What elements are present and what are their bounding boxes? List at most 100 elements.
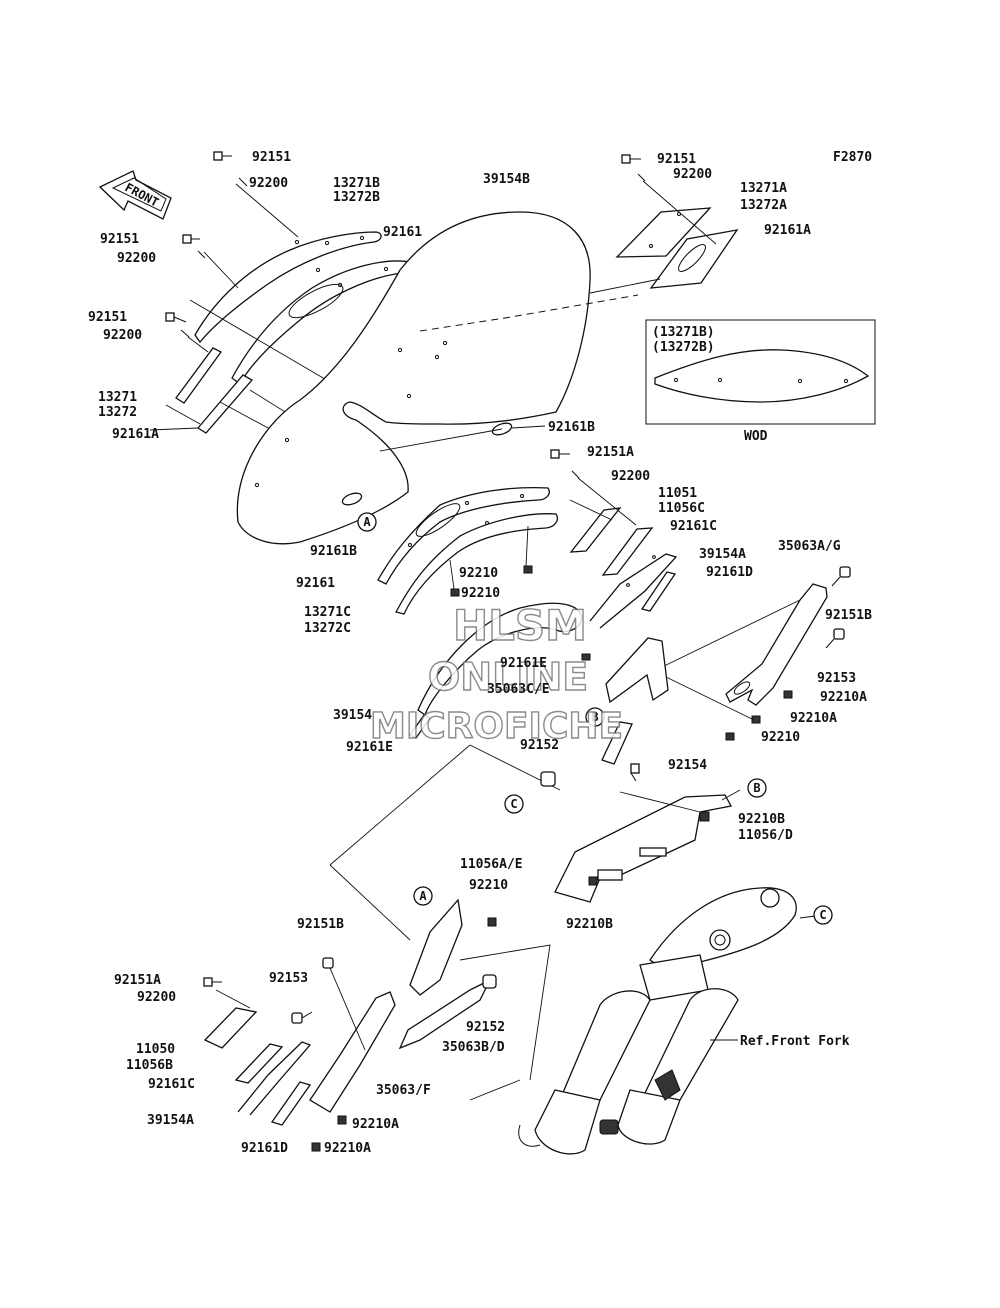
- part-label: 92161C: [670, 519, 717, 534]
- part-label: 35063B/D: [442, 1040, 505, 1055]
- part-label: 11056C: [658, 501, 705, 516]
- bolt-92154: [630, 763, 640, 782]
- bolt-92153-lower: [291, 1011, 313, 1024]
- callout-markers: A A B B C C: [357, 512, 833, 925]
- callout-b-mid: B: [591, 710, 598, 724]
- part-label: 35063/F: [376, 1083, 431, 1098]
- bracket-35063A-G: [659, 566, 851, 741]
- inset-box: (13271B) (13272B) WOD: [645, 319, 876, 444]
- part-label: 92152: [466, 1020, 505, 1035]
- part-labels: 92151 92200 13271B 13272B 39154B 92151 9…: [88, 150, 872, 1156]
- inset-caption: WOD: [744, 429, 768, 444]
- bracket-35063B-D: [409, 898, 463, 996]
- part-label: 35063A/G: [778, 539, 841, 554]
- part-label: 92161A: [764, 223, 811, 238]
- part-label: 92161E: [346, 740, 393, 755]
- part-label: 92210B: [566, 917, 613, 932]
- front-arrow-icon: FRONT: [98, 170, 172, 220]
- part-label: 92153: [269, 971, 308, 986]
- part-label: 92161: [296, 576, 335, 591]
- part-label: 92210A: [324, 1141, 371, 1156]
- part-label: 92152: [520, 738, 559, 753]
- part-label: 35063C/E: [487, 682, 550, 697]
- part-label: 92200: [117, 251, 156, 266]
- plate-13271A: [615, 207, 712, 258]
- part-label: 13272A: [740, 198, 787, 213]
- callout-b-right: B: [753, 781, 760, 795]
- plate-11050: [203, 1007, 258, 1049]
- part-label: 13271B: [333, 176, 380, 191]
- front-fork-assembly: [469, 887, 816, 1155]
- middle-cowl-group: [341, 422, 559, 615]
- part-label: 92161D: [706, 565, 753, 580]
- part-label: 11050: [136, 1042, 175, 1057]
- collar-92152-upper: [540, 771, 556, 787]
- watermark-line-2: ONLINE: [428, 655, 588, 699]
- part-label: 92200: [137, 990, 176, 1005]
- part-label: 92200: [611, 469, 650, 484]
- plate-11051: [569, 507, 622, 553]
- bracket-tab: [601, 721, 633, 765]
- part-label: 92151: [100, 232, 139, 247]
- plate-92161C-lower: [234, 1043, 284, 1084]
- reference-label: Ref.Front Fork: [740, 1034, 850, 1049]
- part-label: 92151A: [587, 445, 634, 460]
- part-label: 92210: [469, 878, 508, 893]
- bolt-92151A-mid: [550, 449, 570, 459]
- part-label: 39154A: [699, 547, 746, 562]
- part-label: 92210: [761, 730, 800, 745]
- plate-92161C-mid: [601, 527, 654, 576]
- part-label: 92161: [383, 225, 422, 240]
- bolt-92151-top-right: [621, 154, 641, 164]
- washer-92161B-lower: [341, 492, 363, 506]
- part-label: 92161B: [548, 420, 595, 435]
- lower-left-group: [203, 864, 551, 1152]
- figure-code: F2870: [833, 150, 872, 165]
- part-label: 92151B: [297, 917, 344, 932]
- part-label: 92210A: [352, 1117, 399, 1132]
- bolt-92151A-lower: [203, 977, 222, 987]
- part-label: 39154: [333, 708, 372, 723]
- part-label: 92200: [249, 176, 288, 191]
- bolt-92151-left-a: [182, 234, 200, 244]
- bolt-92151B-lower: [322, 957, 334, 969]
- part-label: 92210A: [820, 690, 867, 705]
- plate-92161D-mid: [640, 571, 677, 612]
- part-label: 92161E: [500, 656, 547, 671]
- bracket-35063-F: [309, 991, 396, 1113]
- part-label: 92200: [673, 167, 712, 182]
- windscreen-39154A-lower: [237, 1041, 312, 1116]
- upper-right-cover-group: [589, 154, 739, 294]
- part-label: 13272B: [333, 190, 380, 205]
- upper-left-cowl-group: [149, 151, 414, 442]
- part-label: 11056A/E: [460, 857, 523, 872]
- part-label: 92151: [252, 150, 291, 165]
- part-label: 11051: [658, 486, 697, 501]
- part-label: 92154: [668, 758, 707, 773]
- bolt-92153-right: [825, 628, 845, 649]
- watermark-line-1: HLSM: [453, 601, 587, 650]
- callout-c-left: C: [510, 797, 517, 811]
- bracket-lower-tab: [398, 978, 492, 1050]
- plate-13271: [175, 347, 222, 404]
- part-label: 13271A: [740, 181, 787, 196]
- middle-right-small-parts: [550, 449, 678, 629]
- callout-a-upper: A: [363, 515, 371, 529]
- bracket-35063C-E: [605, 637, 669, 704]
- part-label: 92210A: [790, 711, 837, 726]
- plate-92161A-left: [197, 374, 254, 434]
- part-label: 92161D: [241, 1141, 288, 1156]
- part-label: 92161C: [148, 1077, 195, 1092]
- callout-c-right: C: [819, 908, 826, 922]
- bolt-92151-left-b: [165, 312, 187, 323]
- part-label: 39154B: [483, 172, 530, 187]
- part-label: 92153: [817, 671, 856, 686]
- part-label: 92210B: [738, 812, 785, 827]
- part-label: 92200: [103, 328, 142, 343]
- windshield-39154B: [236, 211, 639, 545]
- part-label: 92151: [88, 310, 127, 325]
- lower-bracket-group: [540, 763, 741, 903]
- collar-92152-lower: [482, 974, 497, 989]
